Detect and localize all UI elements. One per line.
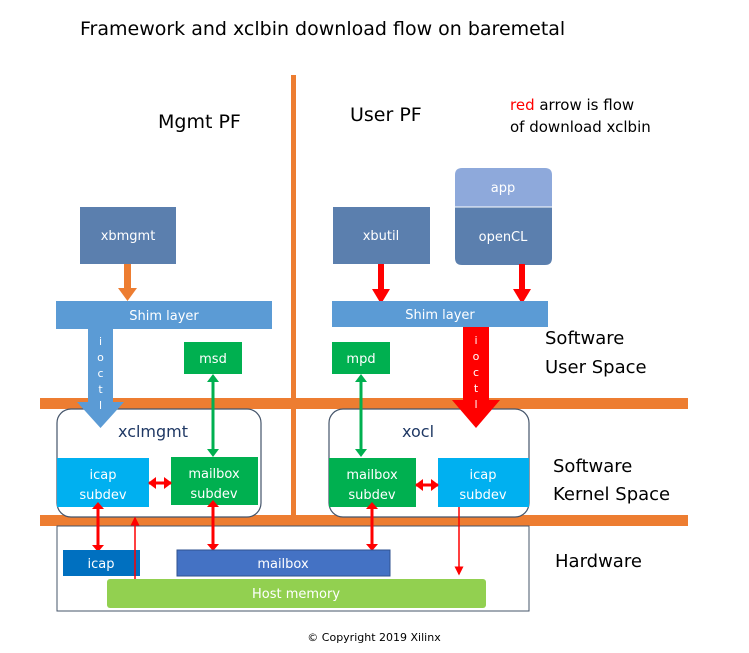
pf-divider <box>291 75 296 522</box>
hw-mailbox-label: mailbox <box>257 557 309 572</box>
kernel-hardware-boundary <box>40 515 688 526</box>
shim-left-label: Shim layer <box>129 309 199 324</box>
icap-subdev-right-line1: icap <box>470 468 497 483</box>
user-pf-label: User PF <box>350 104 422 126</box>
opencl-shim-arrow <box>519 264 525 289</box>
hw-icap-box <box>63 550 140 576</box>
ioctl-right-c: c <box>473 366 479 379</box>
copyright-text: © Copyright 2019 Xilinx <box>307 631 441 644</box>
ioctl-right-i: i <box>474 334 477 347</box>
app-label: app <box>491 181 515 196</box>
xbutil-box <box>333 207 430 264</box>
ioctl-arrow-left <box>77 329 124 428</box>
shim-layer-right <box>332 301 548 327</box>
mailbox-subdev-left-line2: subdev <box>190 487 238 502</box>
ioctl-right-t: t <box>474 382 479 395</box>
xbmgmt-label: xbmgmt <box>101 229 156 244</box>
mailbox-subdev-right-line2: subdev <box>348 488 396 503</box>
shim-layer-left <box>56 301 272 329</box>
kernel-space-label-1: Software <box>553 456 632 477</box>
legend-red-word: red <box>510 96 535 114</box>
icap-subdev-left-line1: icap <box>90 468 117 483</box>
kernel-space-label-2: Kernel Space <box>553 484 670 505</box>
mailbox-subdev-right <box>329 458 416 507</box>
icap-subdev-right <box>438 458 529 507</box>
xbmgmt-box <box>80 207 176 264</box>
xbmgmt-shim-arrow <box>124 264 131 288</box>
ioctl-arrow-right <box>452 327 500 428</box>
host-memory-label: Host memory <box>252 587 340 602</box>
xclmgmt-label: xclmgmt <box>118 422 188 441</box>
hw-mailbox-box <box>176 549 391 577</box>
ioctl-left-l: l <box>99 399 102 412</box>
legend-line-1: red arrow is flow <box>510 96 634 114</box>
mpd-label: mpd <box>346 352 375 367</box>
msd-box <box>184 342 242 374</box>
icap-subdev-left <box>57 458 149 507</box>
xbutil-label: xbutil <box>363 229 400 244</box>
icap-subdev-left-line2: subdev <box>79 488 127 503</box>
shim-right-label: Shim layer <box>405 308 475 323</box>
legend-line-2: of download xclbin <box>510 118 651 136</box>
ioctl-left-t: t <box>98 383 103 396</box>
diagram-title: Framework and xclbin download flow on ba… <box>80 18 565 40</box>
app-box <box>455 168 552 207</box>
ioctl-left-i: i <box>99 335 102 348</box>
user-space-label-1: Software <box>545 328 624 349</box>
hw-icap-label: icap <box>88 557 115 572</box>
ioctl-right-o: o <box>473 350 480 363</box>
icap-subdev-right-line2: subdev <box>459 488 507 503</box>
mailbox-subdev-left <box>171 457 258 505</box>
user-kernel-boundary <box>40 398 688 409</box>
mailbox-subdev-right-line1: mailbox <box>346 468 398 483</box>
msd-label: msd <box>199 352 227 367</box>
hardware-outline <box>56 525 530 612</box>
hardware-label: Hardware <box>555 551 642 572</box>
ioctl-left-c: c <box>97 367 103 380</box>
mpd-box <box>332 342 390 374</box>
user-space-label-2: User Space <box>545 357 647 378</box>
xbutil-shim-arrow <box>378 264 384 289</box>
opencl-label: openCL <box>479 230 529 245</box>
mgmt-pf-label: Mgmt PF <box>158 111 241 133</box>
xocl-label: xocl <box>402 422 434 441</box>
ioctl-left-o: o <box>97 351 104 364</box>
host-memory-box <box>107 579 486 608</box>
opencl-box <box>455 207 552 265</box>
legend-line1-rest: arrow is flow <box>535 96 635 114</box>
mailbox-subdev-left-line1: mailbox <box>188 467 240 482</box>
ioctl-right-l: l <box>474 398 477 411</box>
